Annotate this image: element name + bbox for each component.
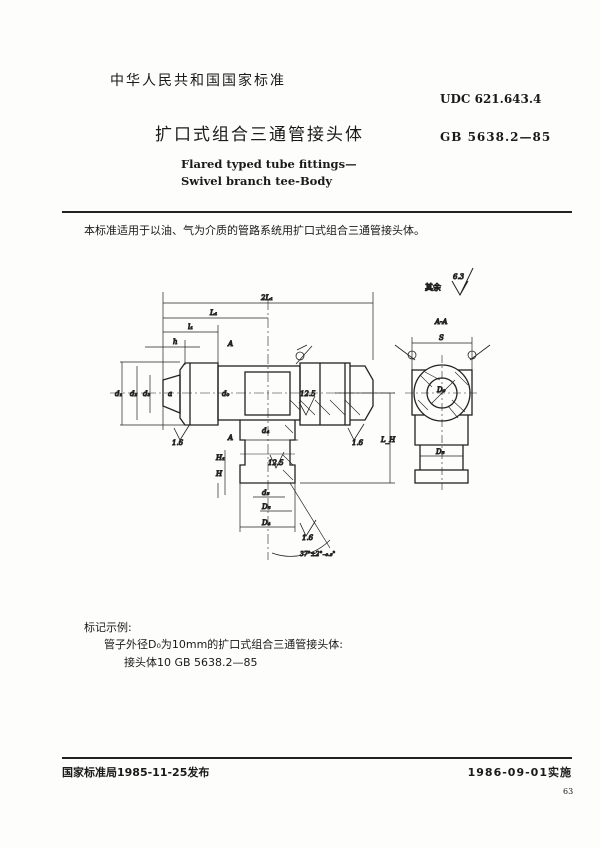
document-title: 扩口式组合三通管接头体 — [155, 125, 364, 145]
header-divider — [62, 211, 572, 213]
label-S: S — [439, 334, 444, 342]
page-number: 63 — [563, 787, 574, 796]
issue-date: 国家标准局1985-11-25发布 — [62, 766, 210, 779]
roughness-1-6a: 1.6 — [172, 439, 184, 447]
label-D5-side: D₅ — [435, 448, 445, 456]
label-d6: d₀ — [222, 390, 229, 398]
roughness-12-5b: 12.5 — [268, 459, 284, 467]
dimension-lines — [120, 292, 395, 532]
section-mark-bottom: A — [227, 434, 233, 442]
effective-date: 1986-09-01实施 — [467, 766, 572, 779]
section-hatching — [282, 399, 361, 481]
label-L1: L₁ — [209, 309, 218, 317]
angle-arc — [271, 539, 331, 557]
roughness-value: 6.3 — [453, 273, 465, 281]
label-LH: L_H — [380, 436, 396, 444]
label-D5: D₅ — [261, 503, 271, 511]
label-D4: D₄ — [261, 519, 271, 527]
marking-description: 管子外径D₀为10mm的扩口式组合三通管接头体: — [104, 638, 344, 651]
roughness-symbol — [451, 267, 474, 297]
label-d4: d₄ — [262, 427, 269, 435]
label-d3: d₃ — [143, 390, 150, 398]
scope-text: 本标准适用于以油、气为介质的管路系统用扩口式组合三通管接头体。 — [84, 224, 425, 237]
label-D0: D₀ — [436, 386, 446, 394]
other-surfaces-label: 其余 — [425, 282, 441, 292]
label-h: h — [173, 338, 178, 346]
english-title-line2: Swivel branch tee-Body — [181, 174, 333, 188]
label-2L1: 2L₁ — [260, 294, 273, 302]
english-title-line1: Flared typed tube fittings— — [181, 157, 357, 171]
label-a: a — [168, 390, 172, 398]
cone-extension — [289, 482, 331, 549]
standard-category: 中华人民共和国国家标准 — [110, 73, 286, 89]
label-d2: d₂ — [130, 390, 137, 398]
roughness-marks — [173, 344, 491, 537]
label-H: H — [215, 470, 223, 478]
marking-example: 接头体10 GB 5638.2—85 — [124, 656, 258, 669]
section-title: A-A — [434, 318, 447, 326]
footer-divider — [62, 757, 572, 759]
fitting-body-front-view — [162, 362, 374, 484]
roughness-1-6b: 1.6 — [352, 439, 364, 447]
label-l1: l₁ — [188, 323, 193, 331]
roughness-1-6c: 1.6 — [302, 534, 314, 542]
udc-code: UDC 621.643.4 — [440, 92, 542, 106]
section-mark-top: A — [227, 340, 233, 348]
label-d5: d₅ — [262, 489, 269, 497]
marking-heading: 标记示例: — [84, 621, 132, 634]
label-H1: H₁ — [215, 454, 225, 462]
standard-number: GB 5638.2—85 — [440, 130, 552, 144]
side-hatching — [417, 371, 469, 419]
label-d1: d₁ — [115, 390, 122, 398]
cone-angle: 37°±2°₋₀.₅° — [300, 551, 335, 558]
roughness-12-5: 12.5 — [300, 390, 316, 398]
